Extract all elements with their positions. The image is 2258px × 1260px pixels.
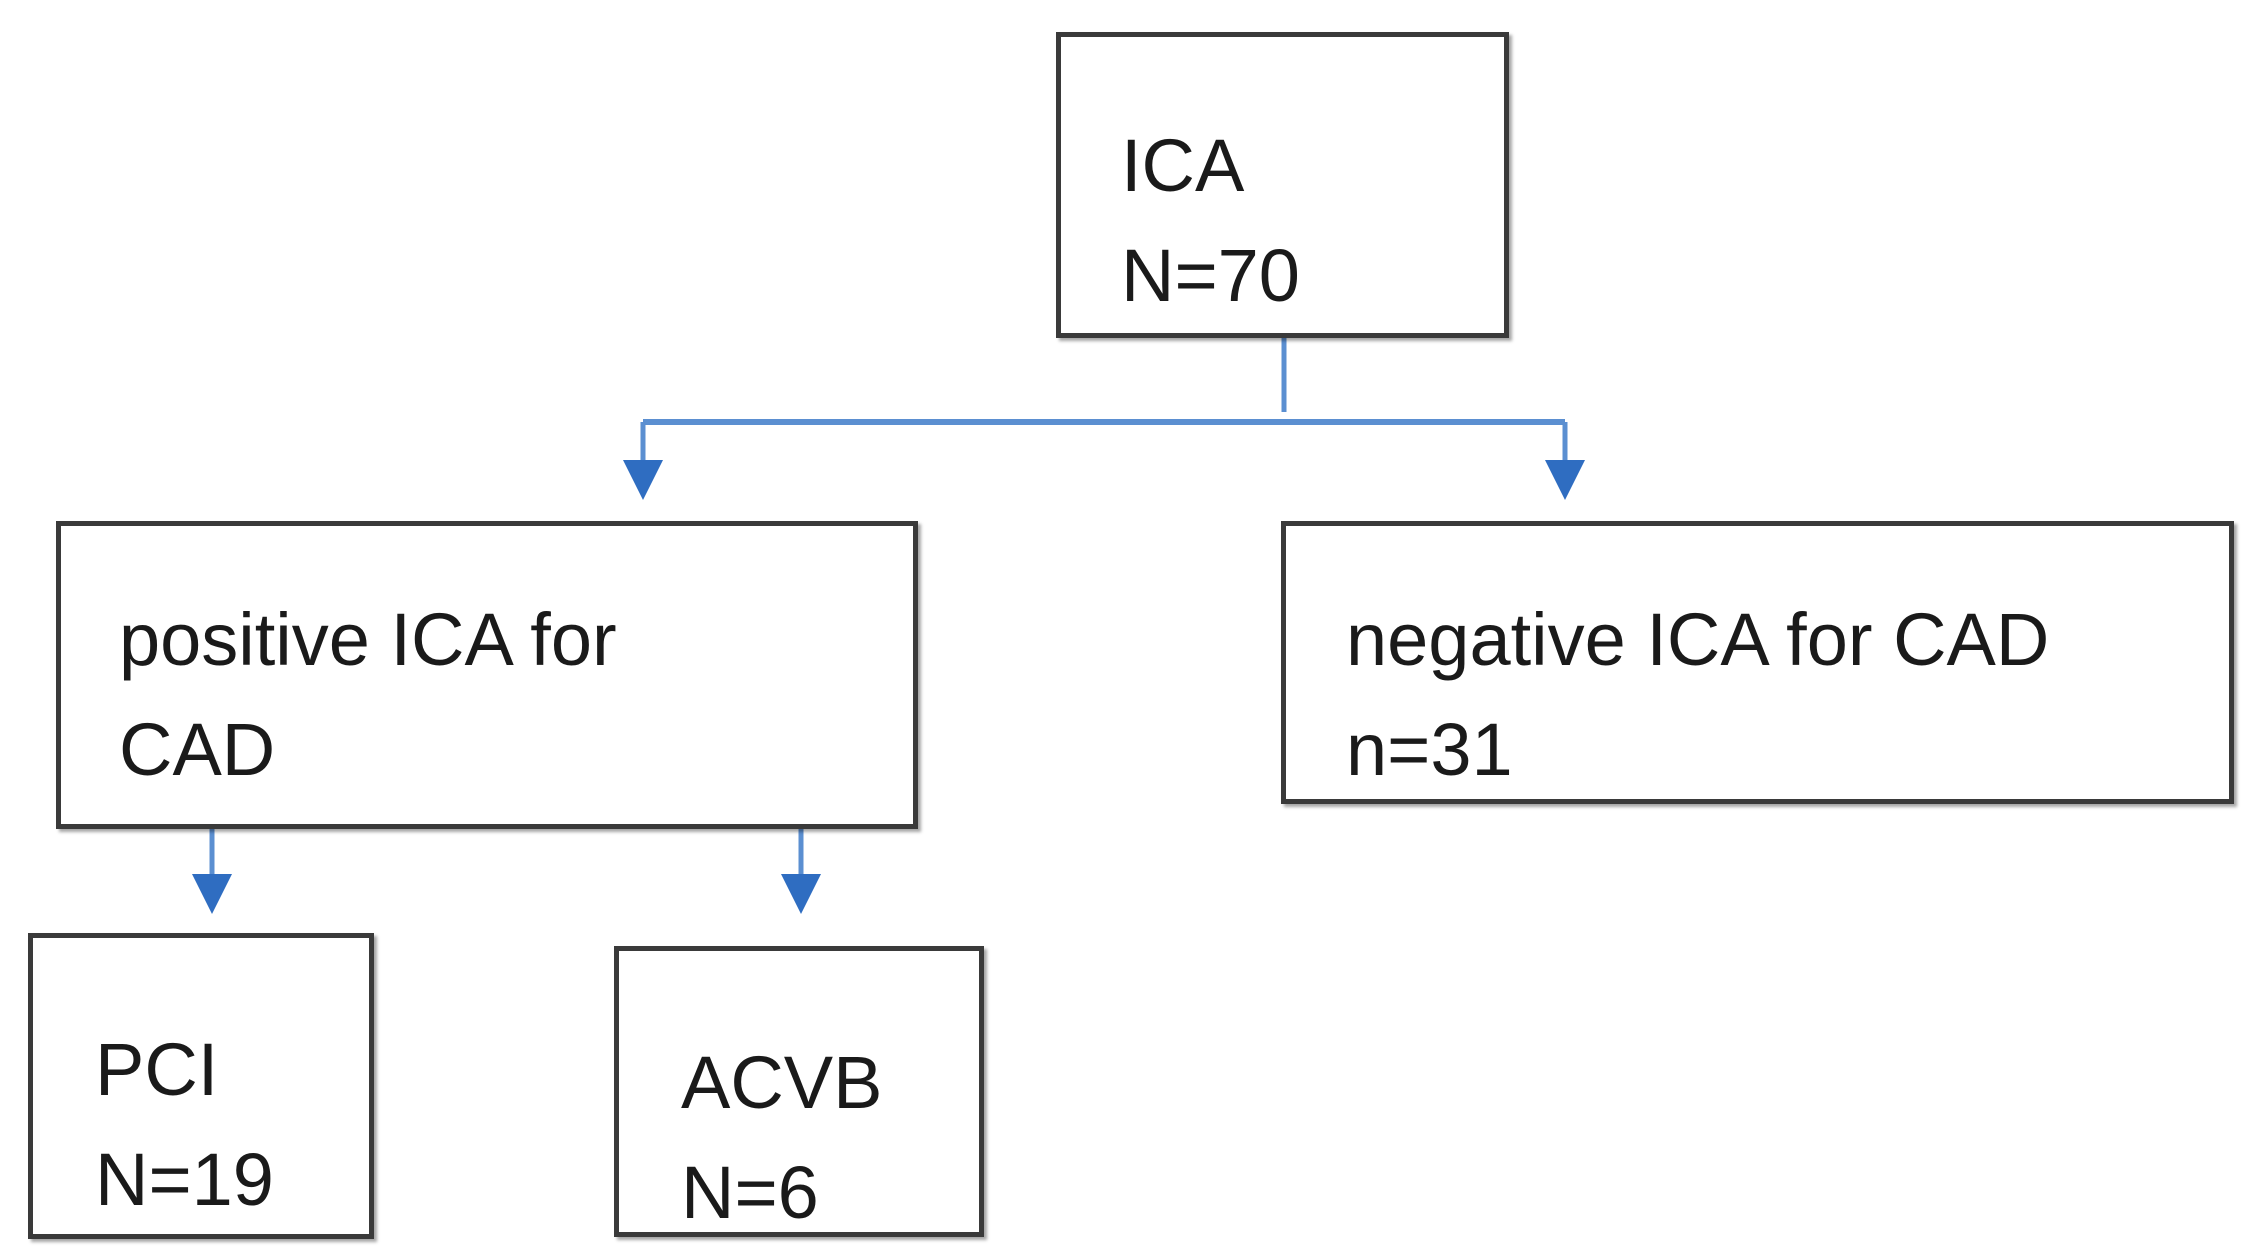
ica-label: ICA (1121, 124, 1245, 207)
negative-count: n=31 (1346, 708, 1513, 791)
negative-ica-box: negative ICA for CAD n=31 (1281, 521, 2234, 804)
positive-label-line1: positive ICA for (119, 598, 617, 681)
ica-count: N=70 (1121, 234, 1300, 317)
positive-label-line2: CAD (119, 708, 276, 791)
pci-box: PCI N=19 (28, 933, 374, 1239)
arrowhead-to-negative (1545, 460, 1585, 500)
arrowhead-to-positive (623, 460, 663, 500)
arrowhead-to-pci (192, 874, 232, 914)
pci-label: PCI (95, 1028, 219, 1111)
acvb-label: ACVB (681, 1041, 883, 1124)
ica-box: ICA N=70 (1056, 32, 1509, 338)
acvb-count: N=6 (681, 1151, 819, 1234)
negative-label: negative ICA for CAD (1346, 598, 2050, 681)
arrowhead-to-acvb (781, 874, 821, 914)
acvb-box: ACVB N=6 (614, 946, 984, 1237)
positive-ica-box: positive ICA for CAD (56, 521, 918, 829)
pci-count: N=19 (95, 1138, 274, 1221)
